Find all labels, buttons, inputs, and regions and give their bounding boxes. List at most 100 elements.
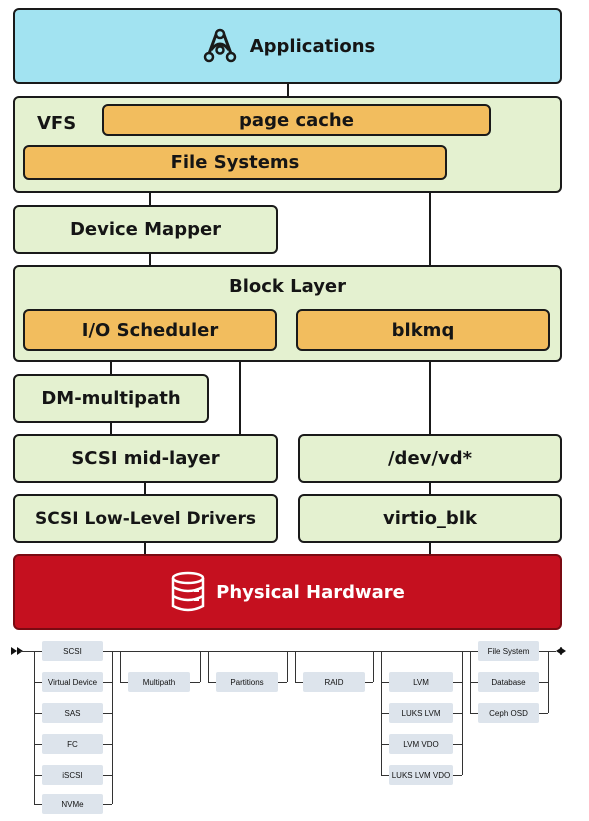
flow-line [548,651,549,713]
connector-line [144,542,146,555]
device-box-scsi: SCSI [42,641,103,661]
flow-line [20,651,42,652]
lvm-vdo-box: LVM VDO [389,734,453,754]
flow-line [539,713,548,714]
flow-line [103,804,112,805]
file-systems-label: File Systems [170,152,300,173]
flow-line [200,651,201,682]
arrow-left-icon [556,647,562,655]
flow-line [103,682,112,683]
flow-line [462,651,463,775]
dm-multipath-box: DM-multipath [13,374,209,423]
connector-line [287,83,289,97]
flow-line [34,744,42,745]
flow-line [539,682,548,683]
flow-line [278,682,287,683]
flow-line [112,651,113,804]
multipath-box: Multipath [128,672,190,692]
connector-line [144,482,146,495]
flow-line [34,775,42,776]
flow-line [381,744,389,745]
virtio-blk-label: virtio_blk [383,508,477,529]
physical-hardware-label: Physical Hardware [216,581,405,603]
applications-box: Applications [13,8,562,84]
connector-line [149,253,151,266]
connector-line [429,482,431,495]
block-layer-label: Block Layer [228,276,347,297]
connector-line [429,192,431,266]
dm-multipath-label: DM-multipath [41,388,181,409]
flow-line [208,651,209,682]
flow-line [381,682,389,683]
flow-line [112,651,381,652]
flow-line [295,651,296,682]
connector-line [110,422,112,435]
io-scheduler-box: I/O Scheduler [23,309,277,351]
blkmq-label: blkmq [391,319,455,341]
raid-box: RAID [303,672,365,692]
page-cache-box: page cache [102,104,491,136]
flow-line [190,682,200,683]
flow-line [103,651,112,652]
flow-line [208,682,216,683]
connector-line [110,361,112,375]
flow-line [539,651,556,652]
file-systems-box: File Systems [23,145,447,180]
lvm-box: LVM [389,672,453,692]
scsi-mid-layer-box: SCSI mid-layer [13,434,278,483]
flow-line [381,775,389,776]
scsi-low-level-drivers-label: SCSI Low-Level Drivers [35,508,256,529]
blkmq-box: blkmq [296,309,550,351]
database-stack-icon [170,570,206,614]
flow-line [453,744,462,745]
device-mapper-label: Device Mapper [69,219,222,240]
flow-line [381,651,478,652]
dev-vd-box: /dev/vd* [298,434,562,483]
device-mapper-box: Device Mapper [13,205,278,254]
device-box-virtual-device: Virtual Device [42,672,103,692]
device-box-nvme: NVMe [42,794,103,814]
flow-line [103,713,112,714]
connector-line [429,542,431,555]
connector-line [149,192,151,206]
flow-line [365,682,373,683]
device-box-iscsi: iSCSI [42,765,103,785]
flow-line [34,682,42,683]
flow-line [453,713,462,714]
file-system-box: File System [478,641,539,661]
arrow-right-icon [560,647,566,655]
scsi-mid-layer-label: SCSI mid-layer [71,448,220,469]
io-scheduler-label: I/O Scheduler [81,319,219,341]
dev-vd-label: /dev/vd* [387,448,472,469]
physical-hardware-box: Physical Hardware [13,554,562,630]
flow-line [470,682,478,683]
connector-line [429,361,431,435]
flow-line [120,682,128,683]
flow-line [34,651,35,804]
app-icon [200,26,240,66]
flow-line [34,804,42,805]
vfs-label: VFS [37,113,77,134]
applications-label: Applications [249,35,376,57]
scsi-low-level-drivers-box: SCSI Low-Level Drivers [13,494,278,543]
flow-line [453,682,462,683]
arrow-right-icon [11,647,17,655]
flow-line [34,713,42,714]
flow-line [287,651,288,682]
luks-lvm-box: LUKS LVM [389,703,453,723]
virtio-blk-box: virtio_blk [298,494,562,543]
flow-line [381,713,389,714]
flow-line [103,775,112,776]
flow-line [120,651,121,682]
partitions-box: Partitions [216,672,278,692]
flow-line [453,775,462,776]
ceph-osd-box: Ceph OSD [478,703,539,723]
device-box-sas: SAS [42,703,103,723]
device-box-fc: FC [42,734,103,754]
flow-line [470,713,478,714]
connector-line [239,361,241,435]
page-cache-label: page cache [239,109,354,131]
database-box: Database [478,672,539,692]
flow-line [373,651,374,682]
luks-lvm-vdo-box: LUKS LVM VDO [389,765,453,785]
